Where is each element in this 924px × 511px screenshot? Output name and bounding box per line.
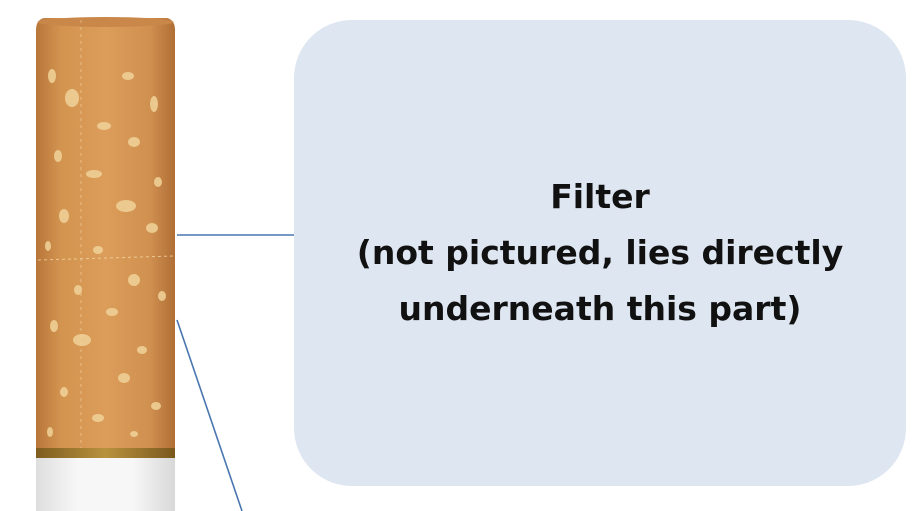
callout-title: Filter	[550, 177, 650, 216]
lower-connector-line	[176, 319, 243, 511]
cigarette-filter-icon	[36, 17, 175, 511]
callout-line-3: underneath this part)	[398, 289, 802, 328]
filter-callout: Filter (not pictured, lies directly unde…	[294, 20, 906, 486]
callout-line-2: (not pictured, lies directly	[356, 233, 844, 272]
